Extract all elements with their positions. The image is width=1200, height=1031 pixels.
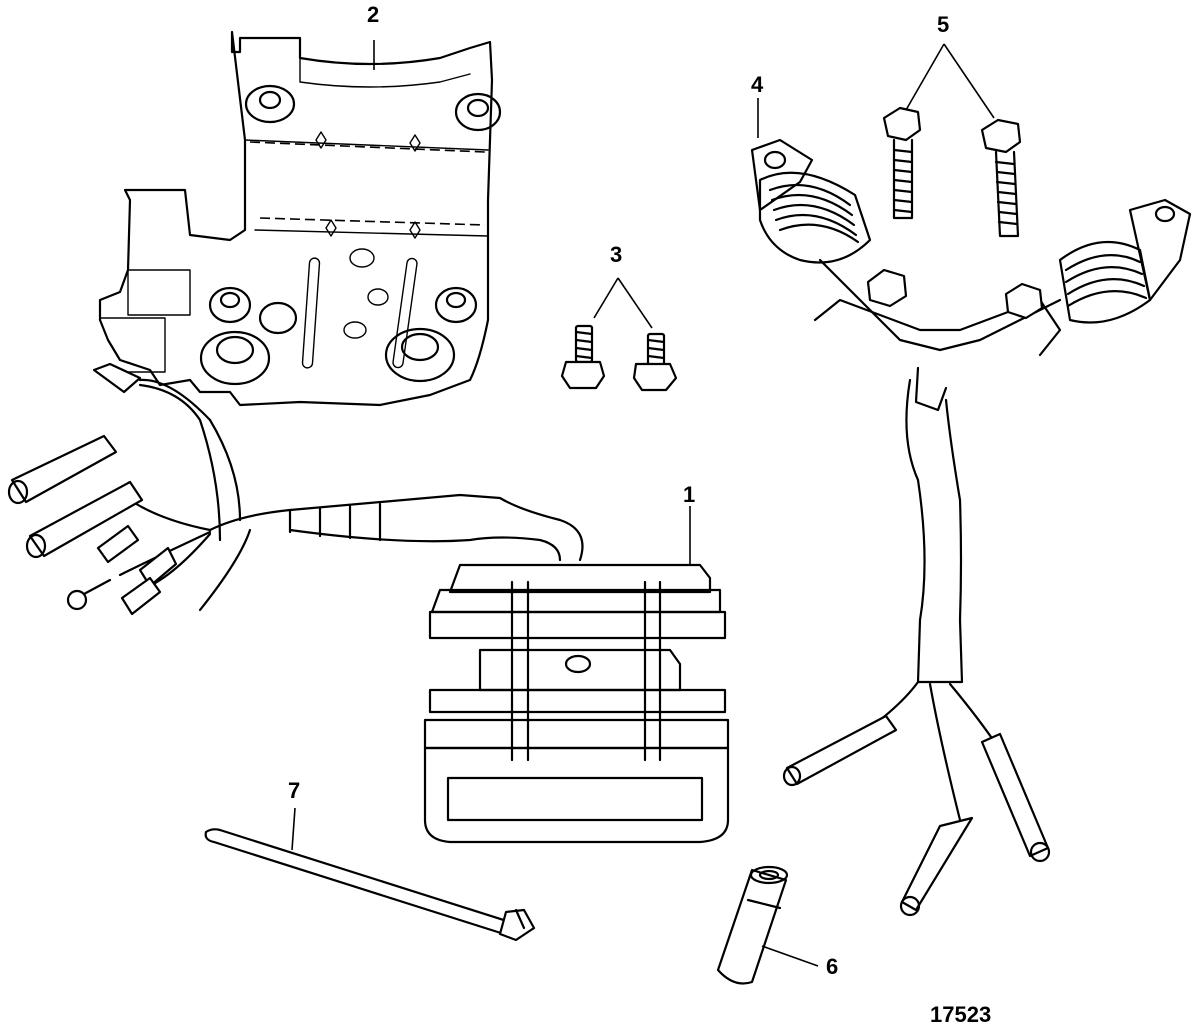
callout-label-7: 7 <box>288 778 300 803</box>
wire-sleeve <box>716 865 789 985</box>
voltage-regulator <box>7 362 730 844</box>
callout-label-5: 5 <box>937 12 949 37</box>
callout-label-6: 6 <box>826 954 838 979</box>
long-bolts <box>882 106 1022 238</box>
mounting-bracket <box>98 30 502 407</box>
callout-leaders <box>291 40 995 967</box>
callout-label-3: 3 <box>610 242 622 267</box>
callout-label-4: 4 <box>751 72 764 97</box>
callout-label-1: 1 <box>683 482 695 507</box>
figure-number: 17523 <box>930 1002 991 1027</box>
callout-label-2: 2 <box>367 2 379 27</box>
short-bolts <box>560 324 678 392</box>
cable-tie <box>204 828 536 942</box>
stator-coil-assembly <box>750 138 1192 917</box>
